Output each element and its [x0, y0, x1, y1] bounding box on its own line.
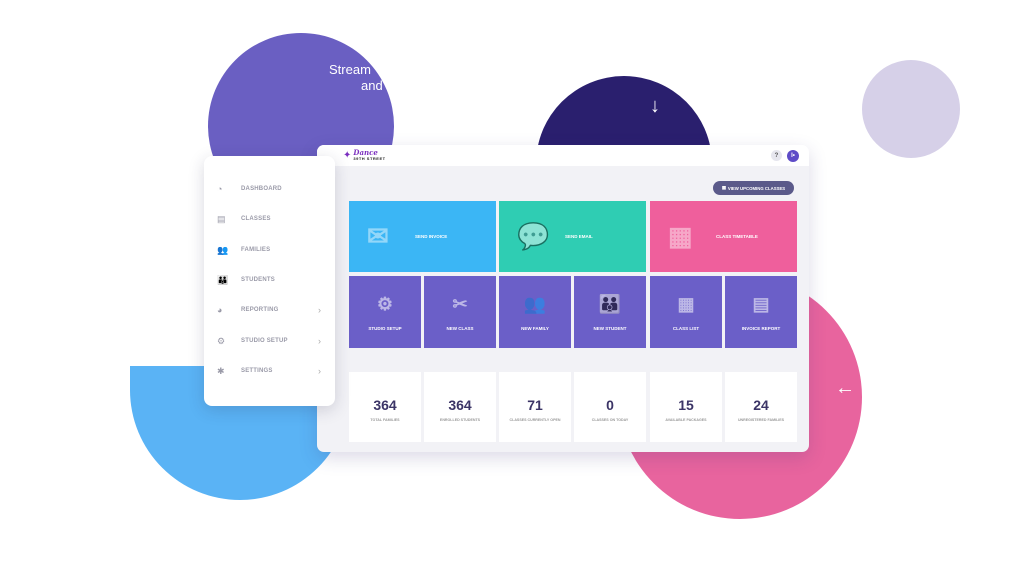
- students-icon: 👪: [217, 274, 229, 285]
- stat-label: UNREGISTERED FAMILIES: [737, 418, 785, 422]
- new-family-tile[interactable]: 👥 NEW FAMILY: [499, 276, 571, 348]
- class-list-tile[interactable]: ▦ CLASS LIST: [650, 276, 722, 348]
- invoice-report-tile[interactable]: ▤ INVOICE REPORT: [725, 276, 797, 348]
- sidebar-item-dashboard[interactable]: ◔ DASHBOARD: [204, 178, 335, 200]
- tile-label: CLASS LIST: [672, 326, 700, 331]
- sidebar-item-classes[interactable]: ▤ CLASSES: [204, 208, 335, 230]
- stat-unregistered-families: 24 UNREGISTERED FAMILIES: [725, 372, 797, 442]
- stat-classes-open: 71 CLASSES CURRENTLY OPEN: [499, 372, 571, 442]
- tile-label: SEND EMAIL: [565, 234, 593, 239]
- new-class-tile[interactable]: ✂ NEW CLASS: [424, 276, 496, 348]
- help-button[interactable]: ?: [771, 150, 782, 161]
- stat-value: 71: [527, 397, 543, 413]
- classes-icon: ▤: [217, 213, 226, 224]
- family-icon: 👥: [523, 294, 547, 314]
- sidebar-item-label: FAMILIES: [241, 247, 271, 253]
- stat-value: 24: [753, 397, 769, 413]
- hero-text: Stream and: [329, 62, 389, 94]
- stat-label: TOTAL FAMILIES: [370, 418, 400, 422]
- app-logo[interactable]: ✦ Dance 39TH STREET: [343, 147, 386, 162]
- stat-classes-today: 0 CLASSES ON TODAY: [574, 372, 646, 442]
- stat-value: 364: [373, 397, 397, 413]
- stat-label: AVAILABLE PACKAGES: [665, 418, 707, 422]
- tile-label: SEND INVOICE: [415, 234, 448, 239]
- logo-script: Dance: [353, 147, 378, 157]
- left-arrow-icon: ←: [835, 377, 855, 399]
- tile-label: NEW FAMILY: [521, 326, 549, 331]
- send-email-tile[interactable]: 💬 SEND EMAIL: [499, 201, 646, 272]
- families-icon: 👥: [217, 244, 229, 255]
- stat-label: ENROLLED STUDENTS: [439, 418, 481, 422]
- dancer-icon: ✂: [452, 294, 468, 314]
- stat-available-packages: 15 AVAILABLE PACKAGES: [650, 372, 722, 442]
- studio-icon: ⚙: [376, 294, 394, 314]
- studio-setup-icon: ⚙: [217, 335, 226, 346]
- tile-label: STUDIO SETUP: [368, 326, 402, 331]
- settings-icon: ✱: [217, 365, 225, 376]
- students-icon: 👪: [598, 294, 622, 314]
- down-arrow-icon: ↓: [650, 95, 660, 117]
- stat-label: CLASSES ON TODAY: [591, 418, 629, 422]
- app-header: ✦ Dance 39TH STREET ? I•: [317, 145, 809, 166]
- sidebar-item-label: SETTINGS: [241, 368, 273, 374]
- envelope-icon: ✉: [367, 221, 389, 251]
- tile-label: NEW CLASS: [446, 326, 474, 331]
- chat-bubble-icon: 💬: [517, 221, 550, 251]
- view-upcoming-classes-button[interactable]: ▦ VIEW UPCOMING CLASSES: [713, 181, 794, 195]
- dancer-icon: ✦: [343, 150, 352, 161]
- user-avatar-button[interactable]: I•: [787, 149, 799, 162]
- tile-label: NEW STUDENT: [593, 326, 627, 331]
- chevron-right-icon: ›: [318, 305, 321, 315]
- hero-line-2: and: [361, 78, 383, 93]
- hero-line-1: Stream: [329, 62, 371, 77]
- class-timetable-tile[interactable]: ▦ CLASS TIMETABLE: [650, 201, 797, 272]
- stat-label: CLASSES CURRENTLY OPEN: [509, 418, 561, 422]
- sidebar-item-label: STUDENTS: [241, 277, 275, 283]
- logo-subtitle: 39TH STREET: [353, 155, 386, 161]
- send-invoice-tile[interactable]: ✉ SEND INVOICE: [349, 201, 496, 272]
- sidebar-item-label: DASHBOARD: [241, 186, 282, 192]
- decor-circle-lilac: [862, 60, 960, 158]
- new-student-tile[interactable]: 👪 NEW STUDENT: [574, 276, 646, 348]
- sidebar-item-label: STUDIO SETUP: [241, 338, 288, 344]
- sidebar-item-students[interactable]: 👪 STUDENTS: [204, 269, 335, 291]
- calendar-clock-icon: ▦: [668, 221, 693, 251]
- sidebar-item-studio-setup[interactable]: ⚙ STUDIO SETUP ›: [204, 330, 335, 352]
- stat-enrolled-students: 364 ENROLLED STUDENTS: [424, 372, 496, 442]
- chevron-right-icon: ›: [318, 336, 321, 346]
- sidebar-item-settings[interactable]: ✱ SETTINGS ›: [204, 360, 335, 382]
- stat-total-families: 364 TOTAL FAMILIES: [349, 372, 421, 442]
- calendar-icon: ▦: [677, 294, 695, 314]
- sidebar-item-label: CLASSES: [241, 216, 271, 222]
- report-icon: ▤: [752, 294, 770, 314]
- upcoming-label: VIEW UPCOMING CLASSES: [727, 185, 786, 191]
- sidebar-item-label: REPORTING: [241, 307, 279, 313]
- dashboard-icon: ◔: [217, 184, 223, 194]
- dashboard-window: ✦ Dance 39TH STREET ? I• ▦ VIEW UPCOMING…: [317, 145, 809, 452]
- tile-label: INVOICE REPORT: [741, 326, 781, 331]
- tile-label: CLASS TIMETABLE: [716, 234, 758, 239]
- chevron-right-icon: ›: [318, 366, 321, 376]
- stat-value: 0: [606, 397, 614, 413]
- stat-value: 364: [448, 397, 472, 413]
- sidebar-item-families[interactable]: 👥 FAMILIES: [204, 239, 335, 261]
- sidebar-nav: ◔ DASHBOARD ▤ CLASSES 👥 FAMILIES 👪 STUDE…: [204, 156, 335, 406]
- calendar-icon: ▦: [721, 185, 726, 190]
- studio-setup-tile[interactable]: ⚙ STUDIO SETUP: [349, 276, 421, 348]
- sidebar-item-reporting[interactable]: ◕ REPORTING ›: [204, 299, 335, 321]
- reporting-icon: ◕: [217, 305, 223, 315]
- stat-value: 15: [678, 397, 694, 413]
